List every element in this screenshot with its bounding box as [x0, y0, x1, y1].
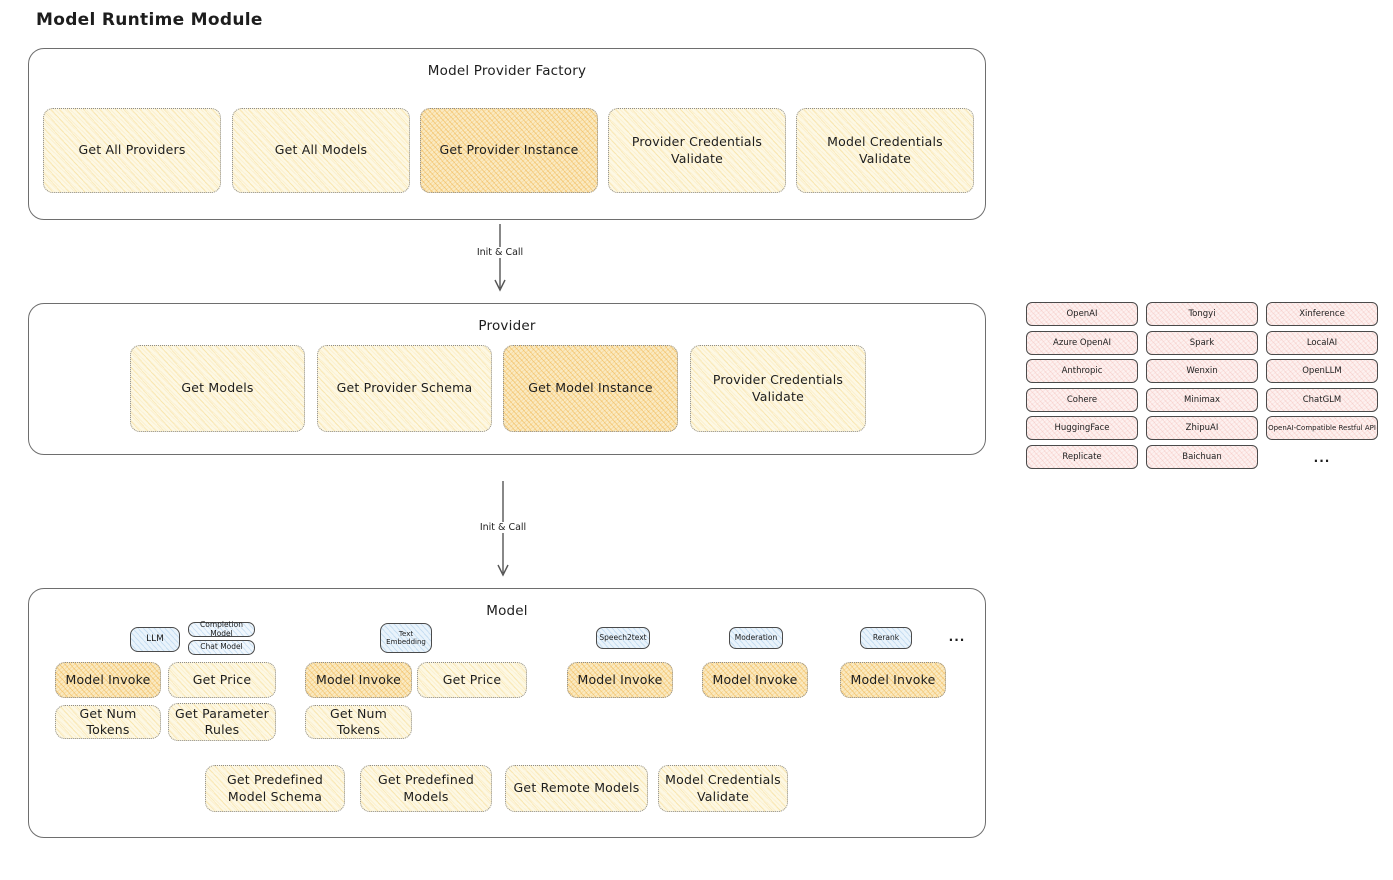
tag-rerank: Rerank [860, 627, 912, 649]
model-credentials-validate-button: Model Credentials Validate [658, 765, 788, 812]
text-embedding-model-invoke-button: Model Invoke [305, 662, 412, 698]
provider-chip-openllm: OpenLLM [1266, 359, 1378, 383]
text-embedding-get-price-button: Get Price [417, 662, 527, 698]
provider-chip-baichuan: Baichuan [1146, 445, 1258, 469]
rerank-model-invoke-button: Model Invoke [840, 662, 946, 698]
tag-chat-model: Chat Model [188, 640, 255, 655]
tag-text-embedding: Text Embedding [380, 623, 432, 653]
llm-model-invoke-button: Model Invoke [55, 662, 161, 698]
provider-chip-chatglm: ChatGLM [1266, 388, 1378, 412]
get-predefined-model-schema-button: Get Predefined Model Schema [205, 765, 345, 812]
provider-chip-huggingface: HuggingFace [1026, 416, 1138, 440]
tag-llm: LLM [130, 627, 180, 652]
provider-button-provider-credentials-validate: Provider Credentials Validate [690, 345, 866, 432]
get-predefined-models-button: Get Predefined Models [360, 765, 492, 812]
provider-chip-spark: Spark [1146, 331, 1258, 355]
provider-chip-tongyi: Tongyi [1146, 302, 1258, 326]
model-title: Model [486, 603, 528, 619]
provider-chip-zhipuai: ZhipuAI [1146, 416, 1258, 440]
get-remote-models-button: Get Remote Models [505, 765, 648, 812]
factory-button-get-provider-instance: Get Provider Instance [420, 108, 598, 193]
provider-button-get-provider-schema: Get Provider Schema [317, 345, 492, 432]
provider-chip-azure-openai: Azure OpenAI [1026, 331, 1138, 355]
provider-title: Provider [478, 318, 536, 334]
provider-button-get-model-instance: Get Model Instance [503, 345, 678, 432]
provider-chip-wenxin: Wenxin [1146, 359, 1258, 383]
provider-button-get-models: Get Models [130, 345, 305, 432]
factory-button-get-all-providers: Get All Providers [43, 108, 221, 193]
arrow-factory-to-provider [494, 224, 506, 292]
arrow-label-init-call-2: Init & Call [476, 522, 530, 533]
speech2text-model-invoke-button: Model Invoke [567, 662, 673, 698]
provider-chip-cohere: Cohere [1026, 388, 1138, 412]
provider-chip-openai: OpenAI [1026, 302, 1138, 326]
llm-get-parameter-rules-button: Get Parameter Rules [168, 703, 276, 741]
provider-chip-xinference: Xinference [1266, 302, 1378, 326]
factory-button-provider-credentials-validate: Provider Credentials Validate [608, 108, 786, 193]
provider-chip-anthropic: Anthropic [1026, 359, 1138, 383]
page-title: Model Runtime Module [36, 10, 263, 30]
model-tags-ellipsis: ... [948, 630, 966, 644]
provider-grid-ellipsis: ... [1313, 451, 1331, 465]
tag-completion-model: Completion Model [188, 620, 255, 637]
tag-moderation: Moderation [729, 627, 783, 649]
provider-chip-localai: LocalAI [1266, 331, 1378, 355]
text-embedding-get-num-tokens-button: Get Num Tokens [305, 705, 412, 739]
provider-chip-minimax: Minimax [1146, 388, 1258, 412]
provider-chip-openai-compatible-restful-api: OpenAI-Compatible Restful API [1266, 416, 1378, 440]
llm-get-num-tokens-button: Get Num Tokens [55, 705, 161, 739]
factory-button-model-credentials-validate: Model Credentials Validate [796, 108, 974, 193]
factory-button-get-all-models: Get All Models [232, 108, 410, 193]
moderation-model-invoke-button: Model Invoke [702, 662, 808, 698]
provider-chip-replicate: Replicate [1026, 445, 1138, 469]
llm-get-price-button: Get Price [168, 662, 276, 698]
arrow-label-init-call-1: Init & Call [473, 247, 527, 258]
tag-speech2text: Speech2text [596, 627, 650, 649]
factory-title: Model Provider Factory [427, 63, 587, 79]
